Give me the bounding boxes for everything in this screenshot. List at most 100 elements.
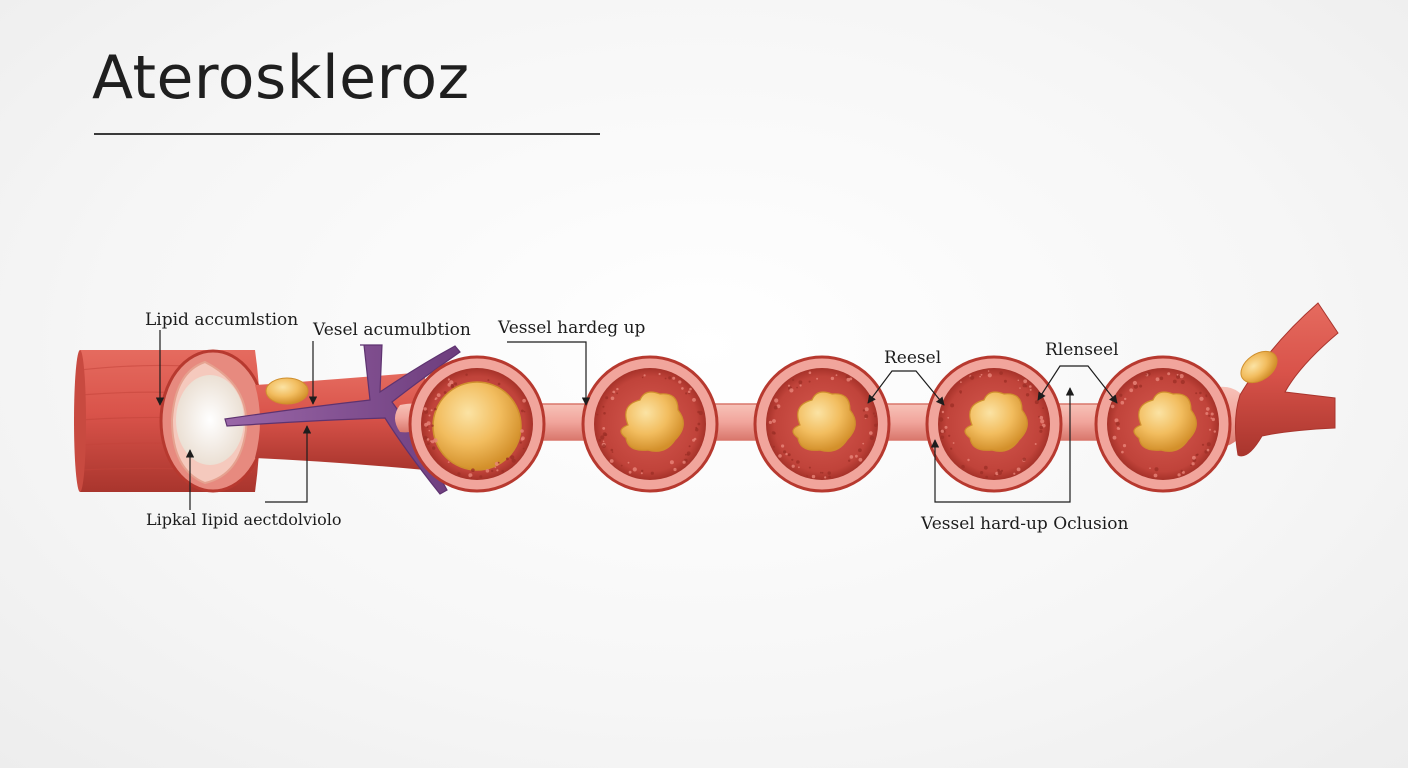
lumen-speckle	[628, 470, 632, 474]
lumen-speckle	[511, 458, 516, 463]
lumen-speckle	[778, 454, 782, 458]
lumen-speckle	[994, 474, 996, 477]
lumen-speckle	[497, 382, 501, 386]
lumen-speckle	[1115, 421, 1120, 426]
lumen-speckle	[830, 376, 835, 381]
lumen-speckle	[682, 460, 686, 464]
lumen-speckle	[640, 472, 643, 475]
lumen-speckle	[961, 464, 965, 469]
lumen-speckle	[1208, 414, 1211, 417]
lumen-speckle	[987, 373, 992, 378]
lumen-speckle	[791, 464, 795, 468]
lumen-speckle	[1206, 442, 1211, 447]
lumen-speckle	[1025, 393, 1030, 397]
plaque-clump	[620, 391, 684, 452]
lumen-speckle	[858, 448, 862, 453]
lumen-speckle	[433, 438, 438, 443]
lumen-speckle	[520, 429, 524, 433]
lumen-speckle	[643, 374, 646, 377]
lumen-speckle	[960, 381, 962, 383]
lumen-speckle	[781, 444, 785, 448]
lumen-speckle	[658, 372, 661, 376]
lumen-speckle	[1201, 443, 1205, 446]
lumen-speckle	[471, 468, 475, 473]
label-reesel: Reesel	[884, 348, 942, 368]
lumen-speckle	[685, 453, 687, 456]
lumen-speckle	[848, 459, 851, 462]
lumen-speckle	[447, 461, 450, 463]
branch-plaque	[1240, 350, 1278, 384]
lumen-speckle	[1040, 419, 1045, 424]
vessel-ring-5	[1094, 355, 1232, 493]
lumen-speckle	[874, 423, 878, 427]
lumen-speckle	[1034, 443, 1037, 445]
lumen-speckle	[600, 435, 605, 440]
lumen-speckle	[602, 427, 606, 430]
lumen-speckle	[602, 444, 606, 448]
lumen-speckle	[944, 425, 948, 429]
lumen-speckle	[1206, 448, 1210, 452]
plaque-large	[432, 381, 522, 471]
lumen-speckle	[1119, 393, 1123, 397]
lumen-speckle	[519, 441, 522, 444]
lumen-speckle	[1180, 379, 1185, 385]
vessel-bifurcation	[1234, 302, 1339, 457]
lumen-speckle	[967, 458, 970, 462]
lumen-speckle	[510, 455, 515, 460]
lumen-speckle	[855, 454, 858, 458]
lumen-speckle	[799, 384, 802, 387]
lumen-speckle	[664, 377, 667, 380]
lumen-speckle	[771, 431, 776, 435]
lumen-speckle	[952, 442, 955, 444]
lumen-speckle	[620, 464, 623, 467]
lumen-speckle	[686, 451, 691, 456]
lumen-speckle	[497, 461, 500, 464]
lumen-speckle	[602, 440, 605, 443]
lumen-speckle	[950, 447, 953, 450]
lumen-speckle	[864, 414, 869, 419]
lumen-speckle	[772, 445, 775, 448]
lumen-speckle	[427, 442, 430, 445]
lumen-speckle	[673, 467, 677, 472]
lumen-speckle	[1176, 373, 1179, 376]
lumen-speckle	[940, 429, 944, 433]
lumen-speckle	[1110, 404, 1115, 409]
plaque-clump	[1133, 391, 1197, 452]
lumen-speckle	[798, 380, 803, 385]
lumen-speckle	[1199, 391, 1202, 395]
lumen-speckle	[1133, 384, 1139, 389]
lumen-speckle	[1029, 388, 1032, 391]
lumen-speckle	[947, 416, 950, 419]
lumen-speckle	[999, 371, 1003, 375]
lumen-speckle	[1121, 450, 1124, 454]
lumen-speckle	[948, 434, 951, 437]
lumen-speckle	[1132, 380, 1137, 386]
lumen-speckle	[1179, 374, 1184, 379]
lumen-speckle	[431, 424, 434, 427]
lumen-speckle	[692, 398, 696, 402]
lumen-speckle	[997, 470, 1002, 475]
lumen-speckle	[687, 390, 691, 394]
lumen-speckle	[1034, 400, 1039, 405]
lumen-speckle	[496, 469, 499, 472]
lumen-speckle	[450, 384, 454, 388]
lumen-speckle	[1205, 412, 1209, 415]
lumen-speckle	[485, 469, 490, 473]
lumen-speckle	[1022, 383, 1027, 388]
lumen-speckle	[506, 457, 509, 461]
lumen-speckle	[468, 473, 473, 478]
lumen-speckle	[434, 407, 437, 411]
lumen-speckle	[1205, 395, 1208, 398]
lumen-speckle	[428, 414, 431, 417]
lumen-speckle	[872, 412, 876, 415]
lumen-speckle	[980, 471, 984, 475]
lumen-speckle	[985, 475, 989, 479]
lumen-speckle	[1154, 467, 1159, 472]
plaque-clump	[792, 391, 856, 452]
annotation-leaders	[155, 330, 1118, 510]
lumen-speckle	[1016, 467, 1021, 472]
lumen-speckle	[426, 438, 430, 441]
lumen-speckle	[457, 472, 461, 476]
lumen-speckle	[695, 426, 698, 429]
